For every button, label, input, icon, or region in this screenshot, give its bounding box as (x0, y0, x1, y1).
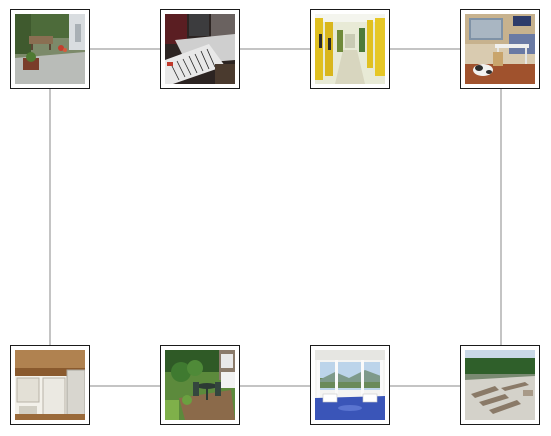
image-tile-garden-deck[interactable] (160, 345, 240, 425)
image-tile-kitchen[interactable] (10, 345, 90, 425)
studio-keyboard-image (165, 14, 235, 84)
garden-patio-image (15, 14, 85, 84)
office-with-dog-image (465, 14, 535, 84)
kitchen-image (15, 350, 85, 420)
image-tile-pool-deck[interactable] (460, 345, 540, 425)
image-tile-sunroom[interactable] (310, 345, 390, 425)
sunroom-image (315, 350, 385, 420)
locker-room-image (315, 14, 385, 84)
image-tile-office-with-dog[interactable] (460, 9, 540, 89)
image-tile-locker-room[interactable] (310, 9, 390, 89)
image-tile-garden-patio[interactable] (10, 9, 90, 89)
garden-deck-image (165, 350, 235, 420)
image-tile-studio-keyboard[interactable] (160, 9, 240, 89)
pool-deck-image (465, 350, 535, 420)
